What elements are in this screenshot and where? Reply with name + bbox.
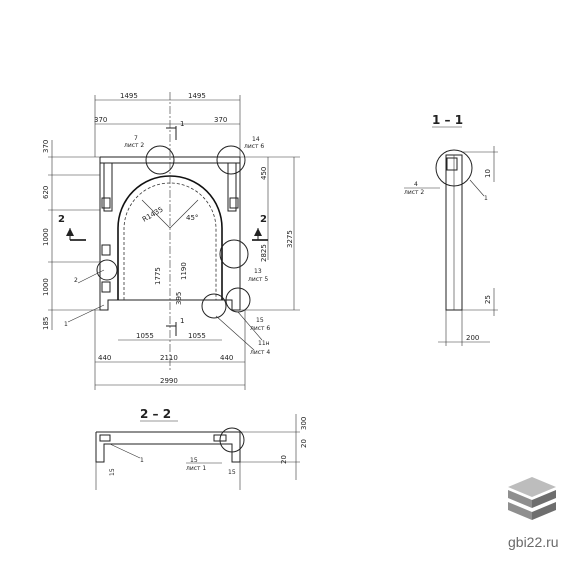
detail-circle-13 <box>219 239 249 269</box>
dim-top-right: 1495 <box>188 92 206 100</box>
angle-label: 45° <box>186 214 198 222</box>
callout-15-sheet: лист 6 <box>250 325 270 332</box>
logo-slab-left-2 <box>508 502 532 520</box>
dim-right-3: 3275 <box>286 230 294 248</box>
dim-left-2: 620 <box>42 186 50 199</box>
callout-13-num: 13 <box>254 268 262 275</box>
callout-15-num: 15 <box>256 317 264 324</box>
section-mark-2-left: 2 <box>58 214 65 225</box>
s11-dim-2: 25 <box>484 295 492 304</box>
pos-mark-1: 1 <box>64 321 68 328</box>
dim-base-left: 440 <box>98 354 111 362</box>
dim-left-4: 1000 <box>42 278 50 296</box>
logo-slab-right-2 <box>532 502 556 520</box>
section-2-2-title: 2 – 2 <box>140 407 171 421</box>
dim-bottom-left: 1055 <box>136 332 154 340</box>
watermark-logo <box>508 477 556 520</box>
section-mark-2-right: 2 <box>260 214 267 225</box>
s11-callout-num: 4 <box>414 181 418 188</box>
callout-7-sheet: лист 2 <box>124 142 144 149</box>
callout-14-num: 14 <box>252 136 260 143</box>
dim-left-1: 370 <box>42 140 50 153</box>
s22-dim-2: 20 <box>300 439 308 448</box>
section-1-1-title: 1 – 1 <box>432 113 463 127</box>
callout-11-num: 11н <box>258 340 270 347</box>
radius-label: R1435 <box>141 205 165 223</box>
dim-bottom-right: 1055 <box>188 332 206 340</box>
dim-total-width: 2990 <box>160 377 178 385</box>
detail-circle-7 <box>145 145 175 175</box>
s22-pos-mark-2: 15 <box>109 468 116 476</box>
watermark-text: gbi22.ru <box>508 534 559 550</box>
inner-height-1: 1775 <box>154 267 162 285</box>
callout-14-sheet: лист 6 <box>244 143 264 150</box>
s11-dim-1: 10 <box>484 169 492 178</box>
s22-pos-mark-1: 1 <box>140 457 144 464</box>
s11-pos-mark: 1 <box>484 195 488 202</box>
detail-circle-4 <box>435 149 473 187</box>
dim-sub-left: 370 <box>94 116 107 124</box>
dim-right-1: 450 <box>260 167 268 180</box>
section-mark-1-bottom: 1 <box>180 317 184 325</box>
callout-13-sheet: лист 5 <box>248 276 268 283</box>
logo-slab-right <box>532 490 556 508</box>
inner-height-3: 395 <box>175 292 183 305</box>
callout-11-sheet: лист 4 <box>250 349 270 356</box>
detail-circle-15b <box>219 427 245 453</box>
s22-dim-1: 300 <box>300 417 308 430</box>
logo-slab-top <box>508 477 556 497</box>
dim-top-left: 1495 <box>120 92 138 100</box>
pos-mark-2: 2 <box>74 277 78 284</box>
s11-dim-3: 200 <box>466 334 479 342</box>
detail-circle-11 <box>201 293 227 319</box>
section-mark-1-top: 1 <box>180 120 184 128</box>
s22-pos-mark-3: 15 <box>228 469 236 476</box>
section-1-1: 1 – 1 4 лист 2 1 10 25 200 <box>404 113 498 346</box>
dim-right-2: 2825 <box>260 244 268 262</box>
detail-circle-14 <box>216 145 246 175</box>
dim-base-right: 440 <box>220 354 233 362</box>
logo-slab-left <box>508 490 532 508</box>
s22-callout-num: 15 <box>190 457 198 464</box>
main-view: 1495 1495 370 370 370 620 1000 1000 185 … <box>42 92 300 390</box>
s22-callout-sheet: лист 1 <box>186 465 206 472</box>
s22-dim-3: 20 <box>280 455 288 464</box>
section-2-2: 2 – 2 1 15 15 15 лист 1 300 20 20 <box>95 407 308 490</box>
dim-sub-right: 370 <box>214 116 227 124</box>
dim-left-5: 185 <box>42 317 50 330</box>
dim-base-mid: 2110 <box>160 354 178 362</box>
s11-callout-sheet: лист 2 <box>404 189 424 196</box>
dim-left-3: 1000 <box>42 228 50 246</box>
inner-height-2: 1190 <box>180 262 188 280</box>
callout-7-num: 7 <box>134 135 138 142</box>
